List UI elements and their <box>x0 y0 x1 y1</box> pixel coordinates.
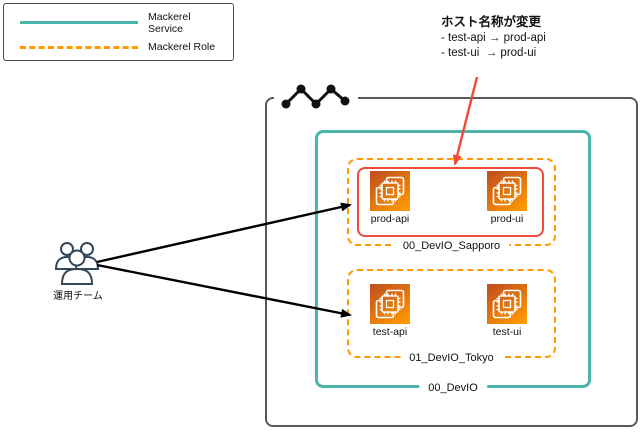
team-icon <box>54 242 100 285</box>
ec2-instance-icon <box>370 284 410 324</box>
role-box-tokyo: 01_DevIO_Tokyo <box>347 269 556 364</box>
highlight-box <box>357 167 544 237</box>
service-label: 00_DevIO <box>419 382 487 394</box>
ec2-instance-icon <box>487 284 527 324</box>
chip-pins <box>496 293 518 315</box>
host-label: test-api <box>372 326 408 338</box>
host-prod-api: prod-api <box>358 171 422 225</box>
chip-pins <box>496 180 518 202</box>
service-line-sample <box>20 21 138 25</box>
host-label: prod-api <box>370 213 410 225</box>
team-label: 運用チーム <box>53 291 103 302</box>
role-label: 01_DevIO_Tokyo <box>400 352 503 364</box>
legend-label: Mackerel Service <box>148 10 191 35</box>
annotation-title: ホスト名称が変更 <box>441 15 542 29</box>
legend: Mackerel Service Mackerel Role <box>3 3 234 61</box>
annotation-line: - test-api → prod-api <box>441 32 546 44</box>
legend-label: Mackerel Role <box>148 41 216 54</box>
host-label: test-ui <box>492 326 522 338</box>
host-test-ui: test-ui <box>475 284 539 338</box>
host-label: prod-ui <box>490 213 524 225</box>
chip-pins <box>379 180 401 202</box>
ec2-instance-icon <box>487 171 527 211</box>
mackerel-graph-icon <box>274 79 358 113</box>
chip-pins <box>379 293 401 315</box>
ec2-instance-icon <box>370 171 410 211</box>
role-label: 00_DevIO_Sapporo <box>393 240 510 252</box>
host-test-api: test-api <box>358 284 422 338</box>
host-prod-ui: prod-ui <box>475 171 539 225</box>
legend-item-service: Mackerel Service <box>20 11 221 35</box>
annotation-line: - test-ui → prod-ui <box>441 47 537 59</box>
legend-item-role: Mackerel Role <box>20 41 221 53</box>
role-line-sample <box>20 45 138 49</box>
annotation-callout: ホスト名称が変更 - test-api → prod-api - test-ui… <box>441 14 546 61</box>
role-box-sapporo: 00_DevIO_Sapporo <box>347 158 556 252</box>
